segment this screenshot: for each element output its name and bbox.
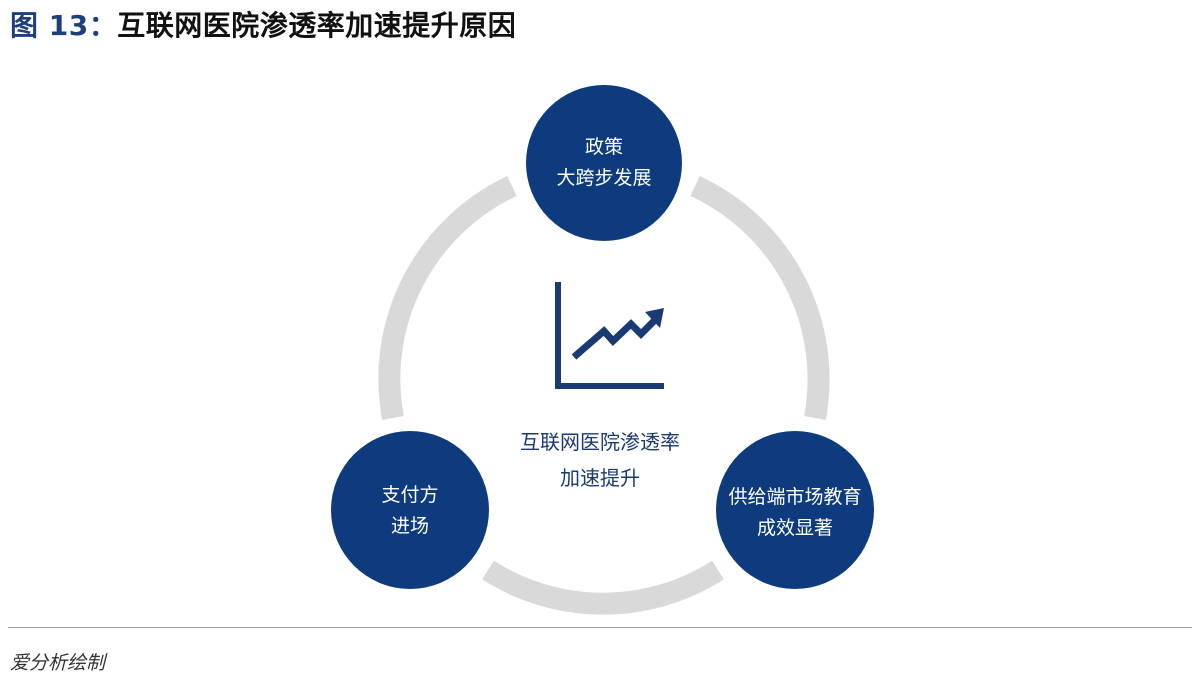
figure-label: 图 13： (10, 9, 118, 42)
footer-divider (8, 627, 1192, 628)
node-payment-line1: 支付方 (381, 484, 439, 506)
center-label: 互联网医院渗透率 加速提升 (486, 424, 714, 496)
node-label-policy: 政策 大跨步发展 (519, 132, 689, 194)
figure-title-text: 互联网医院渗透率加速提升原因 (117, 9, 517, 42)
figure-title: 图 13：互联网医院渗透率加速提升原因 (10, 4, 516, 44)
node-supply-line1: 供给端市场教育 (728, 486, 862, 508)
source-note: 爱分析绘制 (10, 652, 106, 674)
center-line2: 加速提升 (560, 466, 640, 490)
ring-arc-left (378, 176, 517, 421)
node-label-supply: 供给端市场教育 成效显著 (710, 482, 880, 544)
node-policy-line2: 大跨步发展 (556, 167, 652, 189)
ring-arc-bottom (482, 560, 724, 615)
center-line1: 互联网医院渗透率 (520, 430, 680, 454)
node-payment-line2: 进场 (390, 515, 429, 537)
ring-arc-right (690, 176, 830, 420)
node-circle-payment (331, 431, 489, 589)
node-supply-line2: 成效显著 (756, 517, 833, 539)
node-circle-policy (526, 85, 682, 241)
node-policy-line1: 政策 (584, 136, 623, 158)
growth-chart-icon (555, 282, 664, 389)
node-circle-supply (716, 431, 874, 589)
node-label-payment: 支付方 进场 (325, 480, 495, 542)
